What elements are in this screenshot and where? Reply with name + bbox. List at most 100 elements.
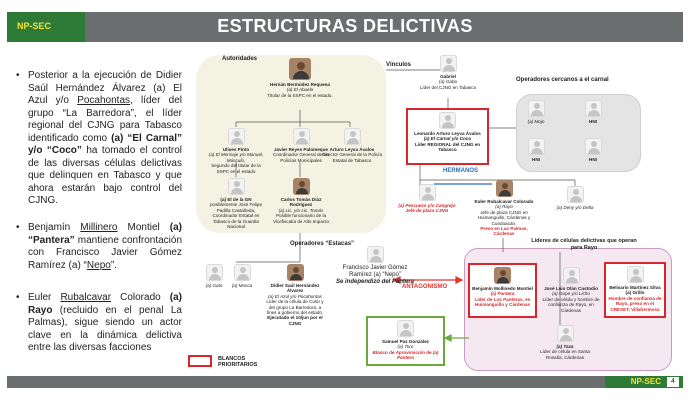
bullet-text-run: Montiel	[117, 222, 170, 233]
bullet-text-run: Benjamín	[28, 222, 81, 233]
node-desc: Blanco de Aprovinación de (a) Pantera	[372, 349, 439, 361]
person-placeholder-icon	[527, 100, 545, 117]
node-name: HNI	[532, 157, 540, 162]
node-name: (a) Pescuezo y/o Cangrejo	[398, 203, 456, 208]
bullet-text-run: , líder del grupo “La Barredora”, el líd…	[28, 95, 182, 144]
node-name: Belisario Martínez Silva (a) Grillo	[609, 285, 661, 296]
node-name: (a) Gato	[205, 283, 223, 288]
node-belisario: Belisario Martínez Silva (a) Grillo Homb…	[604, 262, 666, 318]
node-name: (a) Mojo	[527, 119, 545, 124]
bullet-text-run: Posterior a la ejecución de Didier Saúl …	[28, 70, 182, 106]
label-cell-leaders: Líderes de células delictivas que operan…	[531, 238, 637, 251]
node-gato: (a) Gato	[200, 264, 228, 288]
bullet-3: Euler Rubalcavar Colorado (a) Rayo (recl…	[12, 292, 182, 355]
node-name: (a) Taza	[556, 344, 574, 349]
node-name: (a) Mosca	[231, 283, 253, 288]
page-number: 4	[667, 377, 679, 387]
node-name: HNI	[589, 119, 597, 124]
node-name: Francisco Javier Gómez Ramírez (a) “Nepo…	[342, 265, 408, 278]
node-desc: Líder de Los Panteras, en Huimanguillo y…	[474, 296, 531, 308]
node-name: Javier Reyes Palomeque	[274, 147, 328, 152]
node-note: Preso en Las Palmas, Cárdenas	[480, 226, 528, 237]
node-hni-3: HNI	[580, 138, 606, 162]
person-photo	[495, 180, 513, 197]
person-placeholder-icon	[584, 100, 602, 117]
node-name: Carlos Tomás Díaz Rodríguez	[280, 197, 322, 208]
bullet-text-run: (a) Rayo	[28, 292, 183, 316]
person-placeholder-icon	[227, 178, 245, 195]
node-carlos: Carlos Tomás Díaz Rodríguez (a) Lic. y/o…	[270, 178, 332, 224]
node-name: Euler Rubalcavar Colorado	[474, 199, 534, 204]
node-name: HNI	[589, 157, 597, 162]
node-alias: (a) El Abuelo	[286, 87, 314, 93]
node-deny: (a) Deny y/o Delta	[552, 186, 598, 210]
header-bar: NP-SEC ESTRUCTURAS DELICTIVAS	[7, 12, 683, 42]
node-felipe: (a) El de la GN posiblemente José Felipe…	[205, 178, 267, 229]
person-placeholder-icon	[527, 138, 545, 155]
node-mosca: (a) Mosca	[228, 264, 256, 288]
node-name: (a) El de la GN	[220, 197, 252, 202]
node-jose-luis: José Luis Olán Custodio (a) Gope y/o Lic…	[540, 267, 602, 313]
node-alias: (a) Pantera	[490, 291, 515, 297]
bullet-text-run: Euler	[28, 292, 61, 303]
node-alias: (a) Toro	[397, 344, 414, 350]
node-desc: Se independizó del Pantera	[335, 279, 415, 285]
person-placeholder-icon	[233, 264, 251, 281]
node-hni-2: HNI	[523, 138, 549, 162]
node-desc: Líder de la célula de Color y del grupo …	[266, 299, 324, 316]
bullet-text-run: mantiene confrontación con Francisco Jav…	[28, 234, 182, 271]
label-antagonism: ANTAGONISMO	[402, 284, 448, 290]
bullet-text-run: (recluido en el penal La Palmas), sigue …	[28, 304, 182, 354]
node-pescuezo: (a) Pescuezo y/o Cangrejo Jefe de plaza …	[398, 184, 456, 214]
antagonism-arrow-left	[392, 276, 401, 284]
node-desc: Posible funcionario de la Vicefiscalía d…	[272, 213, 330, 224]
node-alias: (a) El Mensaje y/o Manuel, Músculo,	[208, 152, 264, 163]
person-photo	[292, 178, 310, 195]
person-placeholder-icon	[366, 246, 384, 263]
node-euler: Euler Rubalcavar Colorado (a) Rayo Jefe …	[472, 180, 536, 237]
node-name: Didier Saúl Hernández Álvarez	[270, 283, 320, 294]
bullet-text-run: Pocahontas	[77, 95, 131, 106]
bullet-text-run: Millinero	[80, 222, 118, 233]
person-placeholder-icon	[397, 320, 414, 337]
node-samuel: Samuel Paz González (a) Toro Blanco de A…	[366, 316, 445, 366]
bullet-text-run: ha tomado el control de las diversas cél…	[28, 145, 182, 206]
node-name: (a) Deny y/o Delta	[556, 205, 594, 210]
node-name: Gabriel	[440, 74, 456, 79]
node-desc: Hombre de confianza de Rayo, preso en el…	[608, 295, 662, 312]
bullet-2: Benjamín Millinero Montiel (a) “Pantera”…	[12, 222, 182, 272]
bullet-text-run: ”.	[110, 259, 117, 271]
label-close-operators: Operadores cercanos a el carnal	[516, 77, 609, 83]
node-didier: Didier Saúl Hernández Álvarez (a) El Azu…	[264, 264, 326, 326]
node-name: Arturo Leyva Ávalos	[329, 147, 375, 152]
person-placeholder-icon	[227, 128, 245, 145]
person-placeholder-icon	[343, 128, 361, 145]
header-accent	[7, 12, 85, 42]
node-leonardo: Leonardo Arturo Leyva Ávalos (a) El Carn…	[406, 108, 489, 165]
bullet-text-run: Nepo	[86, 259, 111, 271]
bullet-text-run: Colorado	[111, 292, 170, 303]
node-name: José Luis Olán Custodio	[544, 286, 598, 291]
node-arturo-leyva: Arturo Leyva Ávalos Director General de …	[322, 128, 382, 163]
bullet-text-run: Rubalcavar	[60, 292, 112, 303]
node-mojo: (a) Mojo	[523, 100, 549, 124]
person-placeholder-icon	[584, 138, 602, 155]
person-photo	[289, 58, 311, 80]
person-placeholder-icon	[566, 186, 584, 203]
node-name: Hernán Bermúdez Requena	[270, 82, 330, 87]
label-authorities: Autoridades	[222, 56, 258, 62]
node-desc: Coordinador General de las Policías Muni…	[272, 152, 330, 163]
node-alias: (a) Gabo	[438, 79, 458, 85]
person-placeholder-icon	[439, 55, 457, 72]
node-alias: (a) Rayo	[495, 204, 513, 210]
node-desc: posiblemente José Felipe Padilla Castañe…	[209, 202, 263, 230]
node-note: Ejecutado el 10/jun por el CJNG	[267, 315, 323, 326]
node-name: Samuel Paz González	[382, 339, 429, 344]
target-arrow	[443, 334, 452, 342]
node-alias: (a) Gope y/o Licho	[552, 291, 590, 297]
node-desc: Segundo del titular de la SSPC en el est…	[211, 163, 261, 174]
person-placeholder-icon	[292, 128, 310, 145]
person-photo	[494, 267, 511, 284]
person-placeholder-icon	[556, 325, 574, 342]
